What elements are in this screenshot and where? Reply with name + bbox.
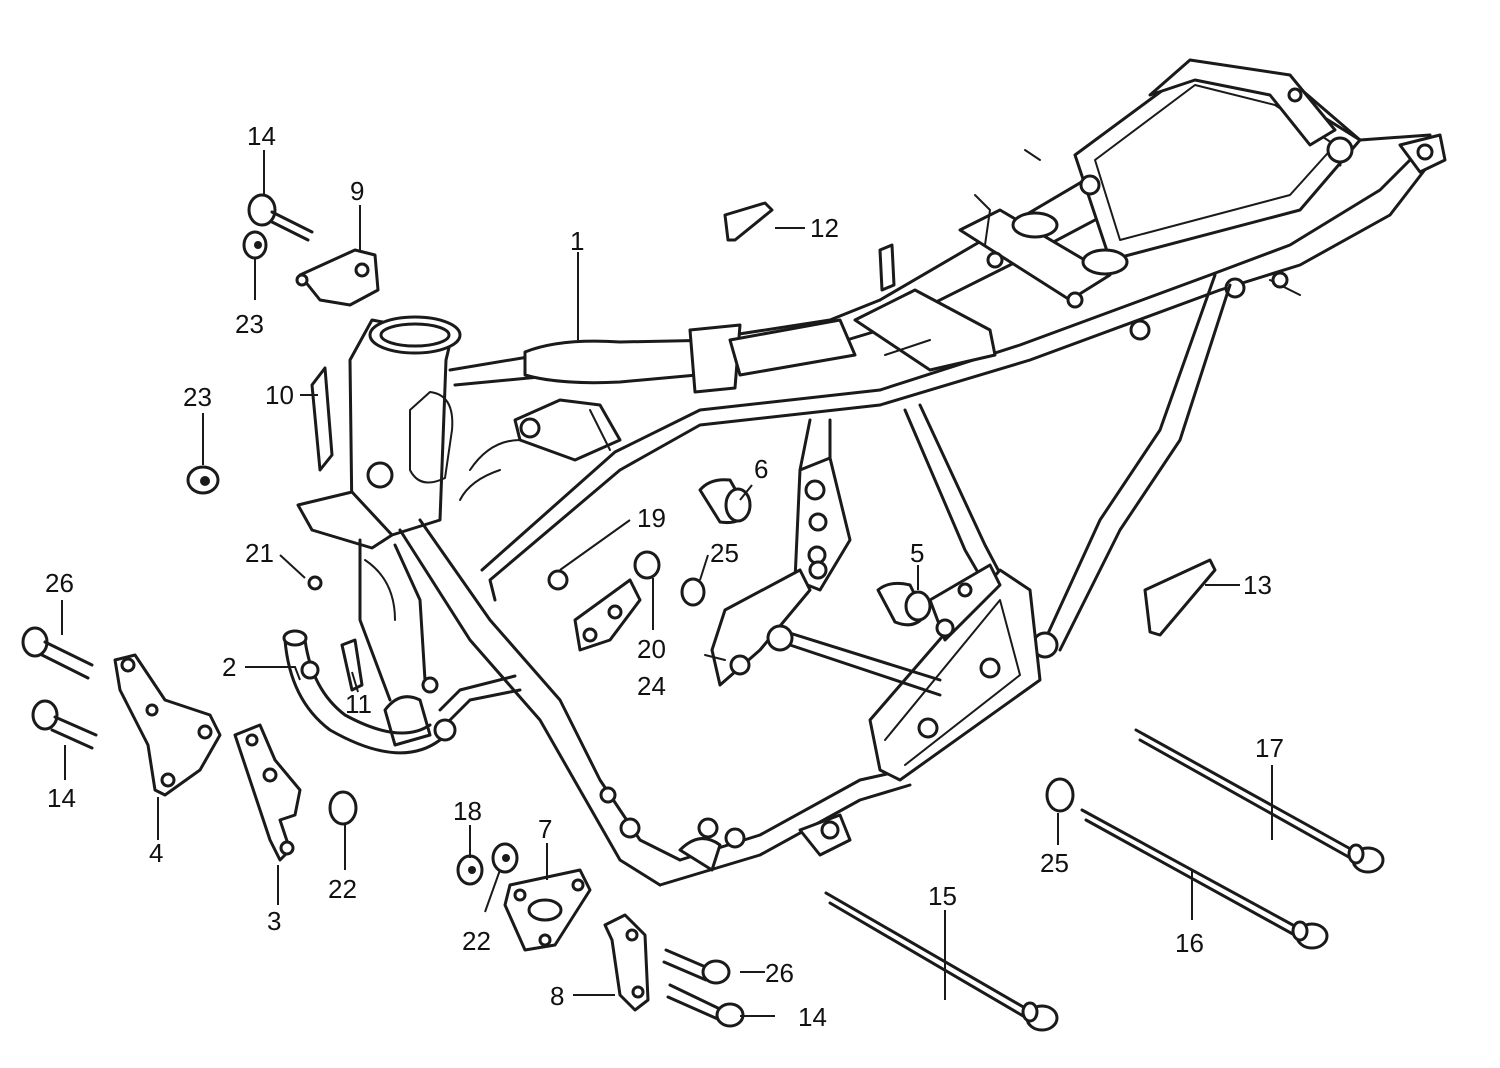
callout-14-left: 14	[47, 783, 76, 813]
part-11-strap	[340, 638, 364, 692]
callout-4: 4	[149, 838, 163, 868]
part-14-bolt-bottom	[666, 983, 745, 1028]
callout-labels: 1 2 3 4 5 6 7 8 9 10 11 12 13 14 14 14 1…	[45, 121, 1284, 1032]
callout-9: 9	[350, 176, 364, 206]
callout-10: 10	[265, 380, 294, 410]
callout-24: 24	[637, 671, 666, 701]
part-26-bolt-bottom	[662, 948, 731, 985]
callout-22-left: 22	[328, 874, 357, 904]
callout-7: 7	[538, 814, 552, 844]
part-23-nut-top	[242, 230, 268, 260]
callout-25-right: 25	[1040, 848, 1069, 878]
part-2-front-pipe	[282, 629, 442, 755]
callout-23-top: 23	[235, 309, 264, 339]
part-23-nut-left	[186, 465, 220, 495]
callout-16: 16	[1175, 928, 1204, 958]
callout-21: 21	[245, 538, 274, 568]
callout-12: 12	[810, 213, 839, 243]
callout-26-bottom: 26	[765, 958, 794, 988]
callout-3: 3	[267, 906, 281, 936]
part-15-long-bolt	[824, 891, 1059, 1032]
callout-14-top: 14	[247, 121, 276, 151]
part-16-long-bolt	[1080, 808, 1329, 950]
part-18-nut	[456, 854, 484, 886]
callout-18: 18	[453, 796, 482, 826]
callout-13: 13	[1243, 570, 1272, 600]
leader-lines	[61, 150, 1273, 1017]
callout-26-left: 26	[45, 568, 74, 598]
callout-2: 2	[222, 652, 236, 682]
callout-1: 1	[570, 226, 584, 256]
part-6-bushing	[698, 478, 752, 524]
part-25-nut-right	[1045, 777, 1075, 813]
part-17-long-bolt	[1134, 728, 1385, 874]
callout-11: 11	[345, 689, 372, 719]
part-21-nut-small	[307, 575, 323, 591]
part-7-plate	[503, 868, 592, 952]
callout-19: 19	[637, 503, 666, 533]
part-22-nut-left	[328, 790, 358, 826]
part-25-nut-mid	[680, 577, 706, 607]
callout-22-right: 22	[462, 926, 491, 956]
part-4-plate	[113, 653, 222, 797]
callout-6: 6	[754, 454, 768, 484]
callout-14-bottom: 14	[798, 1002, 827, 1032]
part-10-label	[310, 366, 334, 472]
part-20-nut	[633, 550, 661, 580]
part-14-bolt-top	[247, 193, 314, 242]
callout-23-left: 23	[183, 382, 212, 412]
part-8-bracket	[603, 913, 650, 1012]
callout-15: 15	[928, 881, 957, 911]
part-26-bolt-left	[21, 626, 94, 680]
part-3-bracket	[233, 723, 302, 862]
part-14-bolt-left	[31, 699, 98, 750]
callout-8: 8	[550, 981, 564, 1011]
callout-5: 5	[910, 538, 924, 568]
part-12-emblem	[723, 201, 774, 242]
part-22-washer	[491, 842, 519, 874]
callout-17: 17	[1255, 733, 1284, 763]
main-frame	[296, 58, 1447, 887]
callout-25-mid: 25	[710, 538, 739, 568]
part-9-plate	[295, 248, 380, 307]
part-13-emblem	[1143, 558, 1217, 637]
callout-20: 20	[637, 634, 666, 664]
part-5-collar	[876, 581, 932, 627]
